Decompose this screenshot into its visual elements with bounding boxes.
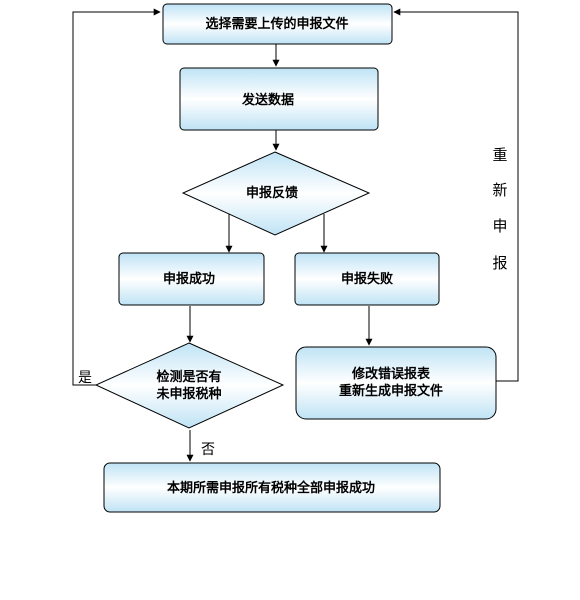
node-select-file: 选择需要上传的申报文件 — [162, 3, 393, 45]
node-fix-label-line1: 修改错误报表 — [351, 366, 431, 382]
resubmit-char-1: 重 — [492, 146, 507, 164]
node-send-data: 发送数据 — [179, 67, 379, 131]
edge-label-yes: 是 — [78, 370, 92, 386]
resubmit-label: 重 新 申 报 — [492, 146, 507, 272]
node-all-success-label: 本期所需申报所有税种全部申报成功 — [167, 480, 375, 496]
node-all-success: 本期所需申报所有税种全部申报成功 — [103, 462, 441, 513]
node-feedback: 申报反馈 — [181, 151, 371, 236]
resubmit-char-4: 报 — [492, 254, 507, 272]
node-failure-label: 申报失败 — [341, 271, 393, 287]
node-fix-errors: 修改错误报表 重新生成申报文件 — [295, 346, 497, 420]
node-failure: 申报失败 — [294, 252, 440, 306]
node-send-data-label: 发送数据 — [241, 92, 294, 108]
resubmit-char-2: 新 — [492, 181, 507, 199]
edge-fix-resubmit-loop — [393, 8, 519, 382]
edge-label-no: 否 — [201, 442, 215, 458]
node-success-label: 申报成功 — [163, 271, 215, 287]
node-fix-label-line2: 重新生成申报文件 — [339, 383, 443, 399]
edge-check-yes-loop — [72, 8, 161, 386]
node-success: 申报成功 — [118, 252, 265, 306]
connectors — [72, 8, 519, 462]
node-check-label-line1: 检测是否有 — [156, 369, 221, 385]
resubmit-char-3: 申 — [492, 217, 507, 235]
node-select-file-label: 选择需要上传的申报文件 — [205, 16, 348, 32]
node-check-remaining: 检测是否有 未申报税种 — [94, 342, 285, 429]
node-feedback-label: 申报反馈 — [246, 185, 298, 201]
node-check-label-line2: 未申报税种 — [155, 386, 221, 402]
